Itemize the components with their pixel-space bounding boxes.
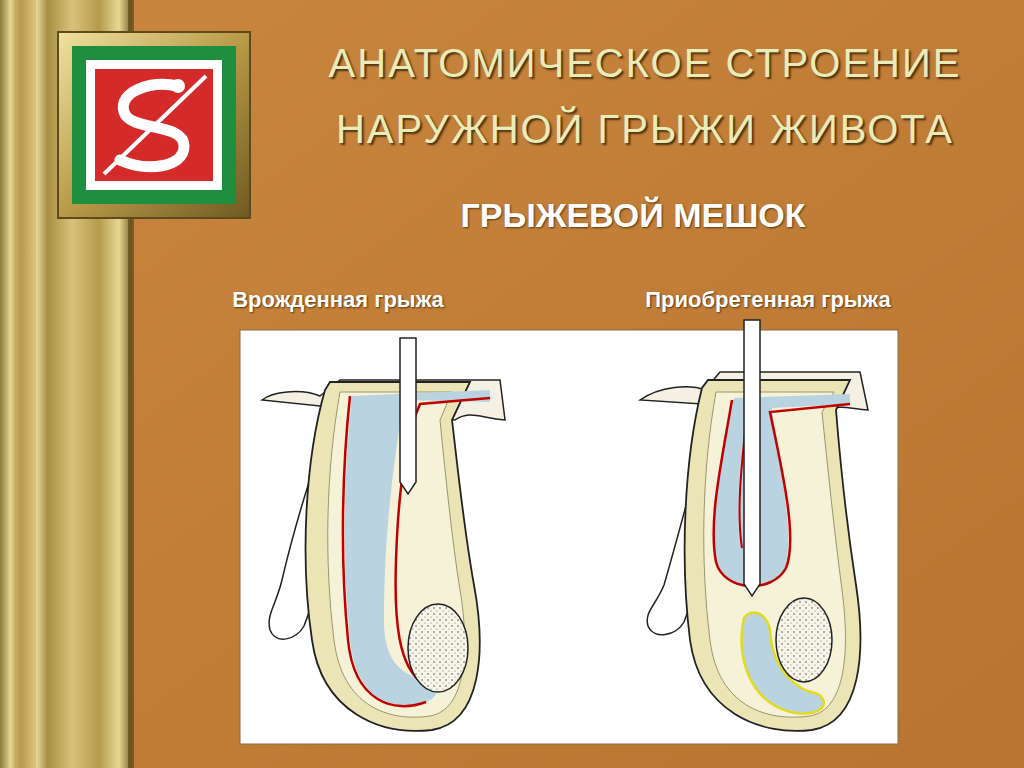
snake-head: [171, 79, 185, 93]
hernial-sac: [714, 394, 850, 585]
logo-red: [95, 69, 213, 181]
logo-staff: [104, 76, 206, 174]
congenital-hernia-figure: [262, 338, 505, 731]
hernial-sac: [345, 390, 490, 706]
probe: [400, 338, 416, 494]
acquired-hernia-figure: [640, 320, 868, 731]
illustration-panel: [240, 330, 898, 744]
logo: [58, 32, 250, 218]
section-heading: ГРЫЖЕВОЙ МЕШОК: [460, 196, 805, 235]
scrotum-wall: [685, 380, 861, 731]
logo-white: [86, 60, 222, 190]
logo-green: [72, 46, 236, 204]
slide-title: АНАТОМИЧЕСКОЕ СТРОЕНИЕ НАРУЖНОЙ ГРЫЖИ ЖИ…: [280, 30, 1010, 162]
peritoneum-line: [714, 400, 850, 586]
testis: [408, 604, 468, 692]
testis: [776, 598, 832, 682]
logo-snake: [120, 84, 184, 166]
rope-stripe: [14, 0, 36, 768]
logo-frame: [58, 32, 250, 218]
figure-caption: Приобретенная грыжа: [645, 287, 890, 313]
figure-caption: Врожденная грыжа: [232, 287, 444, 313]
probe: [744, 320, 760, 596]
